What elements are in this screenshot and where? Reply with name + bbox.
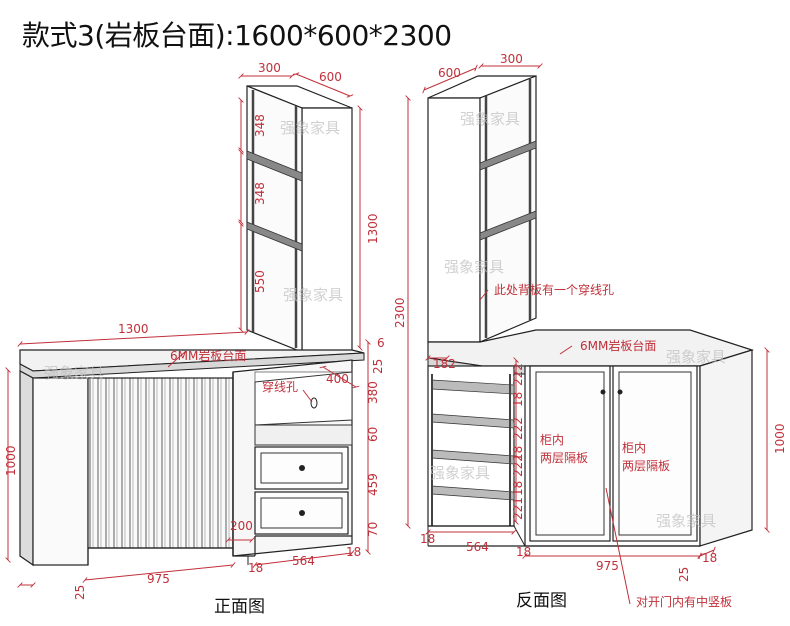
back-dim-total-h: 2300 (393, 297, 407, 328)
back-dim-s221: 221 (511, 497, 525, 520)
front-dim-gap6: 6 (377, 336, 385, 350)
front-dim-shelf2: 348 (253, 182, 267, 205)
front-dim-t18b: 18 (346, 545, 361, 559)
watermark-1: 强象家具 (280, 119, 340, 137)
back-dim-s222b: 222 (511, 417, 525, 440)
watermarks: 强象家具 强象家具 强象家具 强象家具 强象家具 强象家具 强象家具 强象家具 (44, 110, 726, 530)
front-left-panel (19, 369, 34, 567)
front-dim-t18a: 18 (248, 561, 263, 575)
watermark-2: 强象家具 (283, 286, 343, 304)
front-dim-h380: 380 (366, 381, 380, 404)
watermark-5: 强象家具 (444, 258, 504, 276)
watermark-8: 强象家具 (656, 512, 716, 530)
back-left-knob (600, 389, 606, 395)
back-note-hole: 此处背板有一个穿线孔 (494, 282, 614, 297)
front-dim-w975: 975 (147, 572, 170, 586)
back-note-door: 对开门内有中竖板 (636, 594, 732, 609)
back-view: 600 300 2300 182 222 18 222 18 222 18 22… (393, 52, 787, 609)
front-dim-upper-h: 1300 (366, 213, 380, 244)
front-slat-panel (87, 377, 234, 549)
front-shelf-2 (246, 221, 303, 252)
back-right-knob (617, 389, 623, 395)
front-dim-top-d: 600 (319, 70, 342, 84)
front-dim-depth400: 400 (326, 372, 349, 386)
watermark-4: 强象家具 (460, 110, 520, 128)
back-note-inner-right-2: 两层隔板 (622, 459, 670, 473)
page-title: 款式3(岩板台面):1600*600*2300 (22, 19, 452, 52)
front-dim-w200: 200 (230, 519, 253, 533)
front-dim-shelf3: 550 (253, 270, 267, 293)
back-tower-open (479, 75, 537, 343)
front-dim-gap25: 25 (371, 359, 385, 374)
back-dim-w18a: 18 (420, 532, 435, 546)
front-drawer-2-knob (299, 510, 305, 516)
front-dim-top-w: 300 (258, 61, 281, 75)
back-dim-d182: 182 (433, 357, 456, 371)
back-dim-s18a: 18 (511, 392, 525, 407)
front-dim-total-h: 1000 (4, 445, 18, 476)
back-tower-side (427, 97, 481, 343)
front-view: 300 600 348 348 550 1300 1300 6 25 400 3… (4, 61, 385, 600)
back-shelf-2 (479, 210, 537, 241)
front-tower-side (301, 107, 353, 353)
back-dim-s222a: 222 (511, 363, 525, 386)
back-dim-t25: 25 (677, 567, 691, 582)
back-note-top: 6MM岩板台面 (580, 338, 656, 353)
front-drawer-frame-top (254, 424, 353, 446)
front-dim-t25: 25 (73, 585, 87, 600)
back-dim-h1000: 1000 (773, 423, 787, 454)
back-dim-s18b: 18 (511, 446, 525, 461)
front-dim-h459: 459 (366, 473, 380, 496)
back-left-door (529, 365, 611, 542)
front-dim-desk-w: 1300 (118, 322, 149, 336)
front-shelf-1 (246, 150, 303, 182)
front-cable-hole (310, 397, 318, 409)
back-shelf-1 (479, 140, 537, 171)
front-dim-h60: 60 (366, 427, 380, 442)
back-dim-w18b: 18 (516, 545, 531, 559)
back-note-inner-right-1: 柜内 (622, 441, 646, 455)
back-dim-s18c: 18 (511, 481, 525, 496)
back-note-inner-left-2: 两层隔板 (540, 451, 588, 465)
back-dim-w564: 564 (466, 540, 489, 554)
back-dim-s222c: 222 (511, 454, 525, 477)
back-note-inner-left-1: 柜内 (540, 433, 564, 447)
back-view-caption: 反面图 (516, 591, 567, 611)
front-dim-w564: 564 (292, 554, 315, 568)
front-note-hole: 穿线孔 (262, 379, 298, 394)
front-drawer-2 (254, 491, 349, 535)
front-view-caption: 正面图 (214, 597, 265, 617)
front-dim-h70: 70 (366, 522, 380, 537)
front-dim-shelf1: 348 (253, 114, 267, 137)
watermark-7: 强象家具 (430, 464, 490, 482)
front-note-top: 6MM岩板台面 (170, 348, 246, 363)
watermark-3: 强象家具 (44, 364, 104, 382)
back-dim-t18: 18 (702, 551, 717, 565)
watermark-6: 强象家具 (666, 348, 726, 366)
back-right-door (612, 365, 698, 542)
back-dim-top-d: 600 (438, 66, 461, 80)
back-dim-top-w: 300 (500, 52, 523, 66)
front-drawer-1-knob (299, 465, 305, 471)
back-dim-w975: 975 (596, 559, 619, 573)
